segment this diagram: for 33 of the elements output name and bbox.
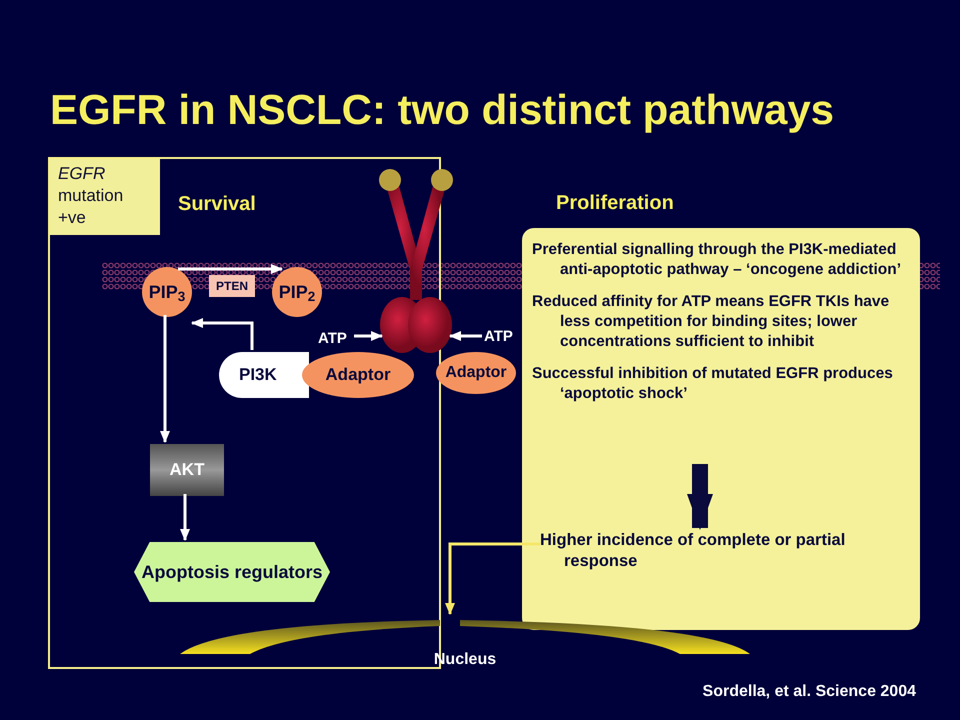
- kinase-box: [150, 444, 224, 496]
- arrow: [160, 315, 170, 443]
- callout-panel: [522, 228, 920, 630]
- adaptor-ellipse: [436, 352, 516, 394]
- arrow: [354, 331, 383, 341]
- enzyme-box: [209, 275, 255, 297]
- node-label: PTEN: [216, 278, 248, 295]
- node-label: ATP: [318, 330, 347, 347]
- node-label: ATP: [484, 328, 513, 345]
- citation: Sordella, et al. Science 2004: [702, 682, 916, 702]
- node-label: Apoptosis regulators: [141, 561, 323, 583]
- arrow: [445, 542, 540, 615]
- slide-title: EGFR in NSCLC: two distinct pathways: [50, 85, 834, 135]
- bullet-text: Reduced affinity for ATP means EGFR TKIs have less competition for binding sites; lower concentrations sufficient to inhibit: [532, 293, 890, 350]
- mutation-tag: [50, 159, 160, 235]
- node-label: PI3K: [239, 364, 277, 386]
- node-label: PIP$_{3}$: [148, 280, 186, 306]
- node-label: Adaptor: [445, 363, 507, 383]
- block-arrow: [687, 464, 713, 530]
- arrow: [178, 264, 283, 274]
- node-label: AKT: [170, 459, 204, 482]
- arrow: [191, 318, 254, 350]
- bullet-text: Successful inhibition of mutated EGFR produces ‘apoptotic shock’: [532, 365, 893, 402]
- section-heading: Proliferation: [556, 191, 674, 216]
- node-label: Higher incidence of complete or partial response: [540, 531, 846, 570]
- node-label: Adaptor: [325, 364, 391, 386]
- node-label: PIP$_{2}$: [278, 280, 316, 306]
- arrow: [180, 494, 190, 541]
- panel-heading: Survival: [178, 193, 256, 215]
- bullet-text: Preferential signalling through the PI3K-mediated anti-apoptotic pathway – ‘oncogene addiction’: [532, 241, 902, 278]
- tag-text: EGFR mutation +ve: [58, 164, 124, 227]
- arrow: [449, 331, 482, 341]
- kinase-pill: [219, 352, 309, 398]
